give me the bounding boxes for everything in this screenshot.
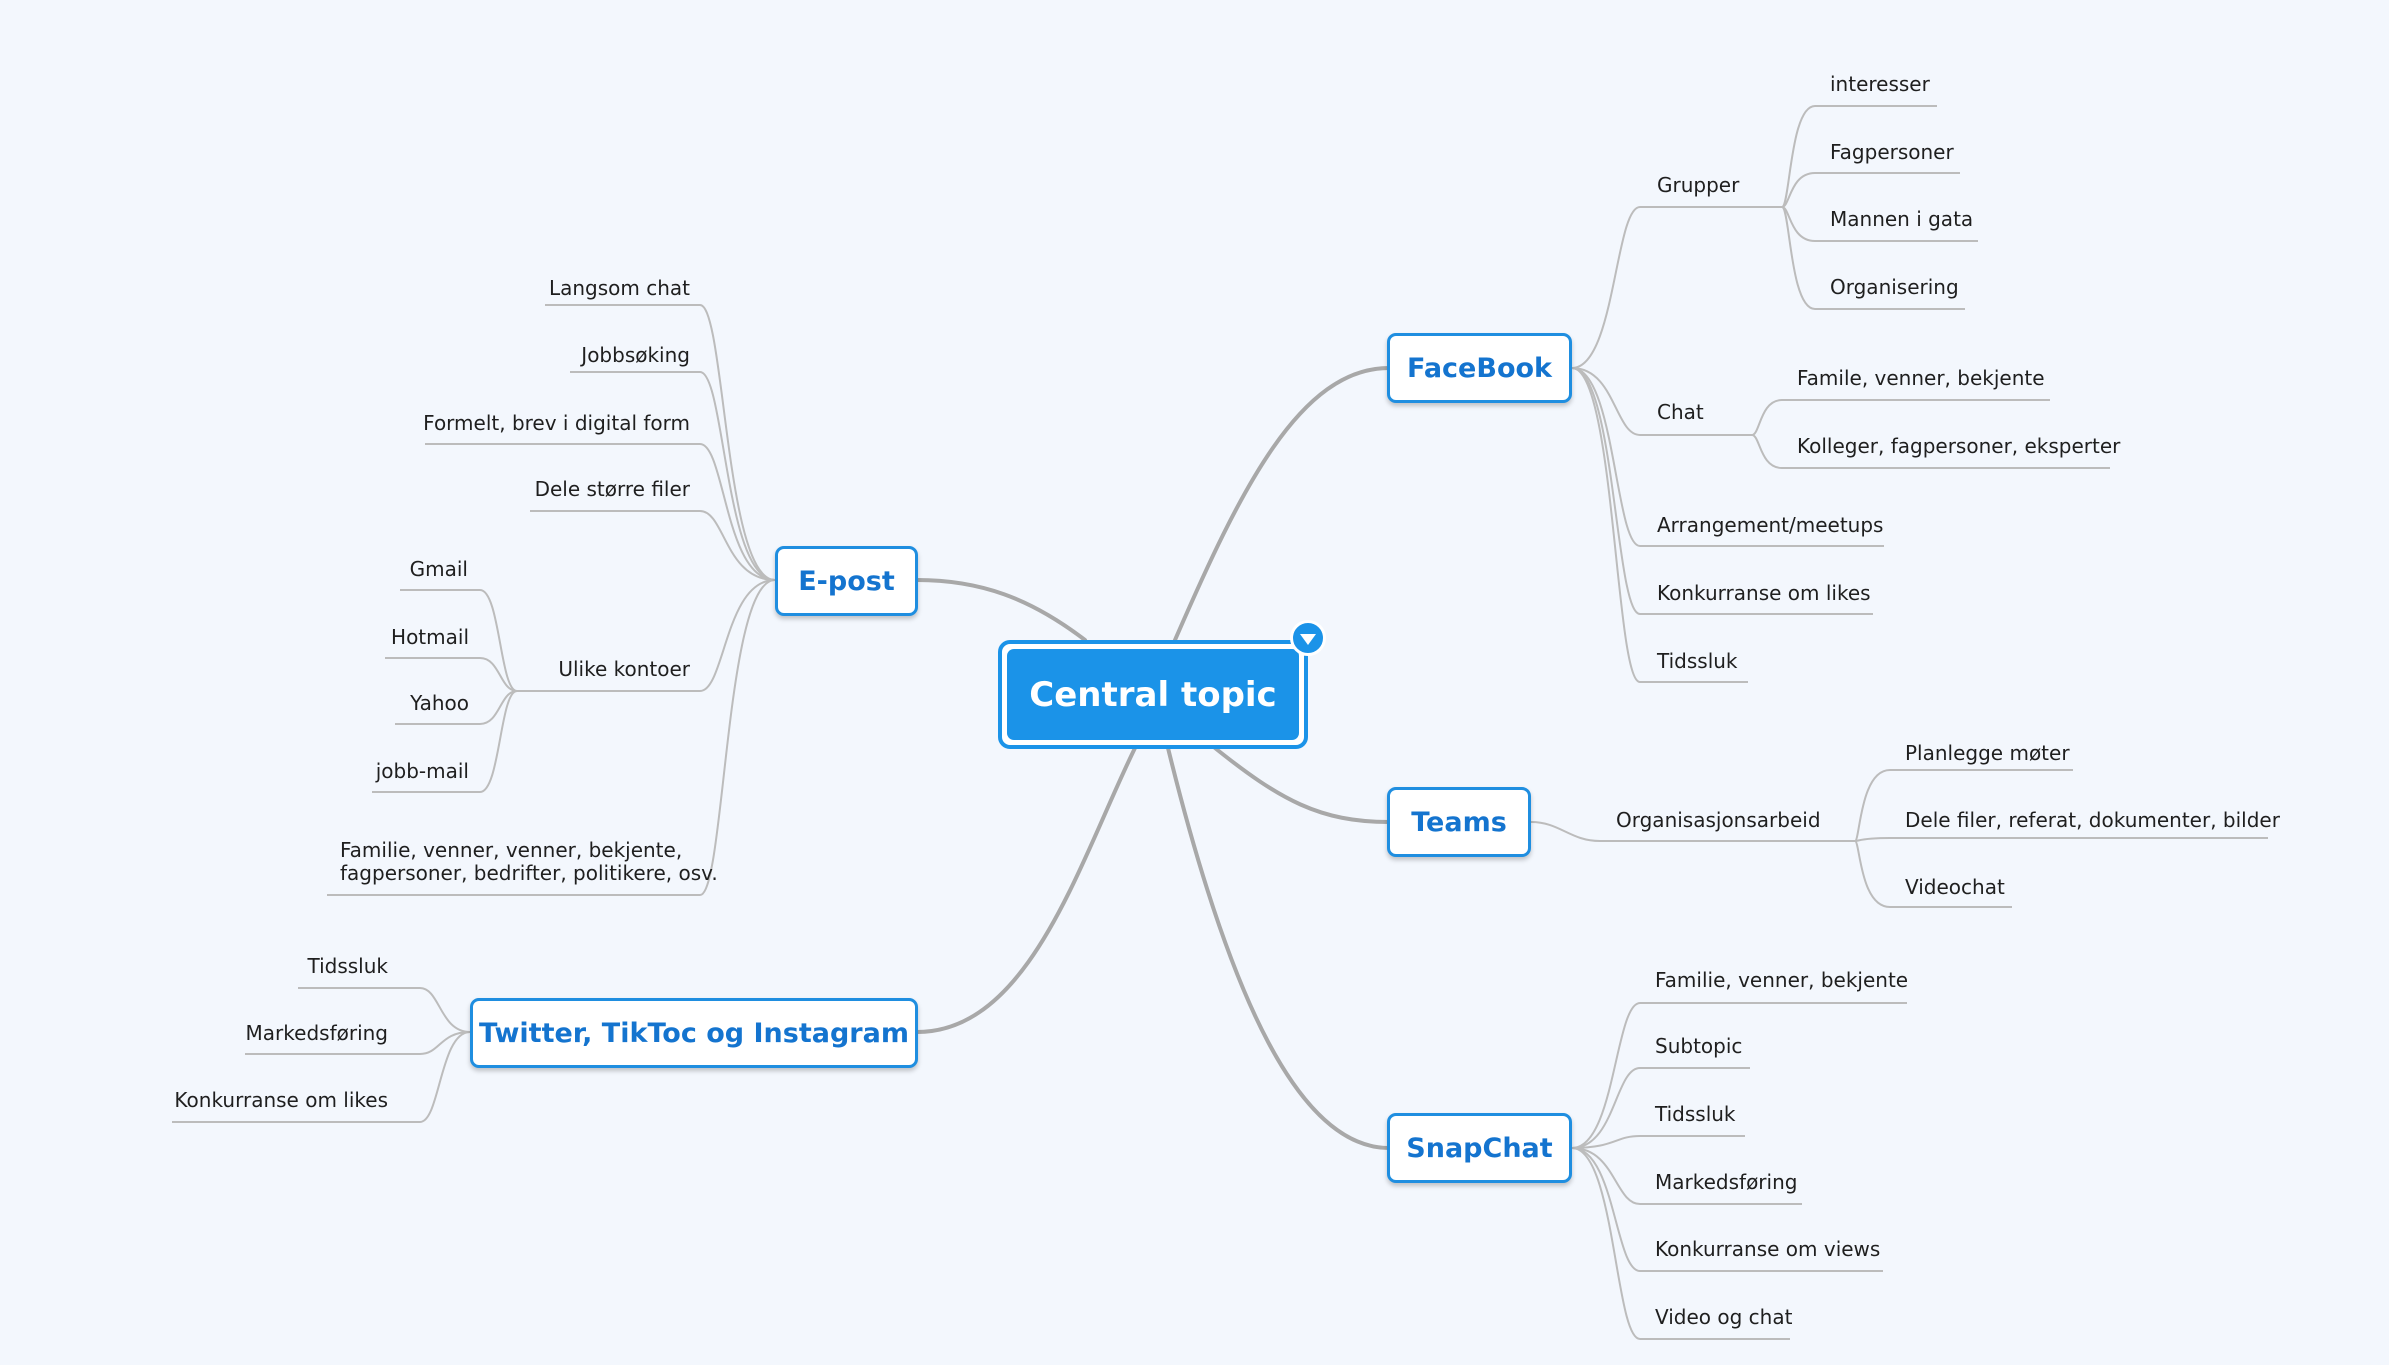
link-grupper-org: [1781, 206, 1965, 310]
link-central-epost: [915, 578, 1087, 642]
link-fb-tidssluk: [1571, 367, 1748, 683]
link-central-facebook: [1173, 366, 1391, 642]
branch-epost[interactable]: E-post: [775, 546, 918, 616]
link-central-twitter: [915, 746, 1137, 1034]
topic-fagpersoner[interactable]: Fagpersoner: [1830, 140, 1954, 164]
topic-mannen[interactable]: Mannen i gata: [1830, 207, 1974, 231]
link-epost-dele: [530, 510, 776, 581]
topic-hotmail[interactable]: Hotmail: [391, 625, 469, 649]
link-fb-arrangement: [1571, 367, 1884, 547]
topic-fb-konkurranse[interactable]: Konkurranse om likes: [1657, 581, 1871, 605]
topic-langsom-chat[interactable]: Langsom chat: [548, 276, 690, 300]
topic-chat-kolleger[interactable]: Kolleger, fagpersoner, eksperter: [1797, 434, 2121, 458]
topic-videochat[interactable]: Videochat: [1905, 875, 2005, 899]
link-kontoer-gmail: [400, 589, 518, 692]
link-kontoer-jobbmail: [372, 690, 518, 793]
link-grupper-interesser: [1781, 105, 1937, 208]
link-kontoer-yahoo: [395, 690, 518, 725]
topic-snap-marked[interactable]: Markedsføring: [1655, 1170, 1798, 1194]
topic-familie-line2[interactable]: fagpersoner, bedrifter, politikere, osv.: [340, 861, 718, 885]
topic-familie-line1[interactable]: Familie, venner, venner, bekjente,: [340, 838, 683, 862]
link-epost-jobbsoking: [570, 371, 776, 581]
link-epost-familie: [327, 579, 776, 896]
topic-fb-chat[interactable]: Chat: [1657, 400, 1704, 424]
topic-tw-konkurranse[interactable]: Konkurranse om likes: [174, 1088, 388, 1112]
topic-yahoo[interactable]: Yahoo: [410, 691, 469, 715]
topic-snap-familie[interactable]: Familie, venner, bekjente: [1655, 968, 1909, 992]
link-org-mote: [1854, 769, 2073, 842]
link-twitter-marked: [245, 1031, 471, 1055]
link-snap-familie: [1571, 1002, 1907, 1149]
topic-fb-arrangement[interactable]: Arrangement/meetups: [1657, 513, 1884, 537]
link-grupper-fag: [1781, 172, 1960, 208]
topic-snap-subtopic[interactable]: Subtopic: [1655, 1034, 1743, 1058]
link-epost-langsom: [545, 304, 776, 581]
topic-snap-konkurranse[interactable]: Konkurranse om views: [1655, 1237, 1881, 1261]
link-central-snapchat: [1166, 746, 1391, 1150]
link-twitter-tidssluk: [298, 987, 471, 1033]
topic-snap-video[interactable]: Video og chat: [1655, 1305, 1793, 1329]
topic-planlegge-moter[interactable]: Planlegge møter: [1905, 741, 2070, 765]
link-org-video: [1854, 840, 2012, 908]
collapse-toggle[interactable]: [1290, 620, 1326, 656]
link-snap-konkurranse: [1571, 1147, 1883, 1272]
topic-tw-tidssluk[interactable]: Tidssluk: [307, 954, 388, 978]
central-topic[interactable]: Central topic: [998, 640, 1308, 749]
link-chat-kolleger: [1751, 434, 2110, 469]
topic-dele-filer[interactable]: Dele større filer: [534, 477, 690, 501]
link-snap-tidssluk: [1571, 1135, 1745, 1149]
link-snap-video: [1571, 1147, 1790, 1340]
link-org-dele: [1854, 837, 2268, 842]
branch-teams[interactable]: Teams: [1387, 787, 1531, 857]
link-kontoer-hotmail: [385, 657, 518, 692]
topic-snap-tidssluk[interactable]: Tidssluk: [1655, 1102, 1736, 1126]
topic-gmail[interactable]: Gmail: [409, 557, 468, 581]
topic-fb-tidssluk[interactable]: Tidssluk: [1657, 649, 1738, 673]
branch-facebook[interactable]: FaceBook: [1387, 333, 1572, 403]
topic-interesser[interactable]: interesser: [1830, 72, 1930, 96]
triangle-down-icon: [1300, 634, 1316, 645]
link-teams-org: [1530, 821, 1855, 842]
topic-chat-familie[interactable]: Famile, venner, bekjente: [1797, 366, 2045, 390]
central-topic-label: Central topic: [1007, 649, 1299, 740]
branch-twitter[interactable]: Twitter, TikToc og Instagram: [470, 998, 918, 1068]
topic-jobbsoking[interactable]: Jobbsøking: [581, 343, 690, 367]
topic-fb-grupper[interactable]: Grupper: [1657, 173, 1740, 197]
link-epost-formelt: [425, 443, 776, 581]
link-fb-konkurranse: [1571, 367, 1873, 615]
link-central-teams: [1213, 746, 1391, 824]
topic-organisering[interactable]: Organisering: [1830, 275, 1959, 299]
link-twitter-konkurranse: [172, 1031, 471, 1123]
link-snap-marked: [1571, 1147, 1802, 1205]
link-epost-kontoer: [517, 579, 776, 692]
topic-dele-filer-teams[interactable]: Dele filer, referat, dokumenter, bilder: [1905, 808, 2280, 832]
link-fb-chat: [1571, 367, 1752, 436]
link-chat-familie: [1751, 399, 2050, 436]
topic-tw-marked[interactable]: Markedsføring: [245, 1021, 388, 1045]
topic-organisasjon[interactable]: Organisasjonsarbeid: [1616, 808, 1821, 832]
link-snap-subtopic: [1571, 1067, 1750, 1149]
topic-jobbmail[interactable]: jobb-mail: [375, 759, 469, 783]
topic-formelt[interactable]: Formelt, brev i digital form: [423, 411, 690, 435]
branch-snapchat[interactable]: SnapChat: [1387, 1113, 1572, 1183]
topic-ulike-kontoer[interactable]: Ulike kontoer: [558, 657, 690, 681]
link-fb-grupper: [1571, 206, 1782, 369]
